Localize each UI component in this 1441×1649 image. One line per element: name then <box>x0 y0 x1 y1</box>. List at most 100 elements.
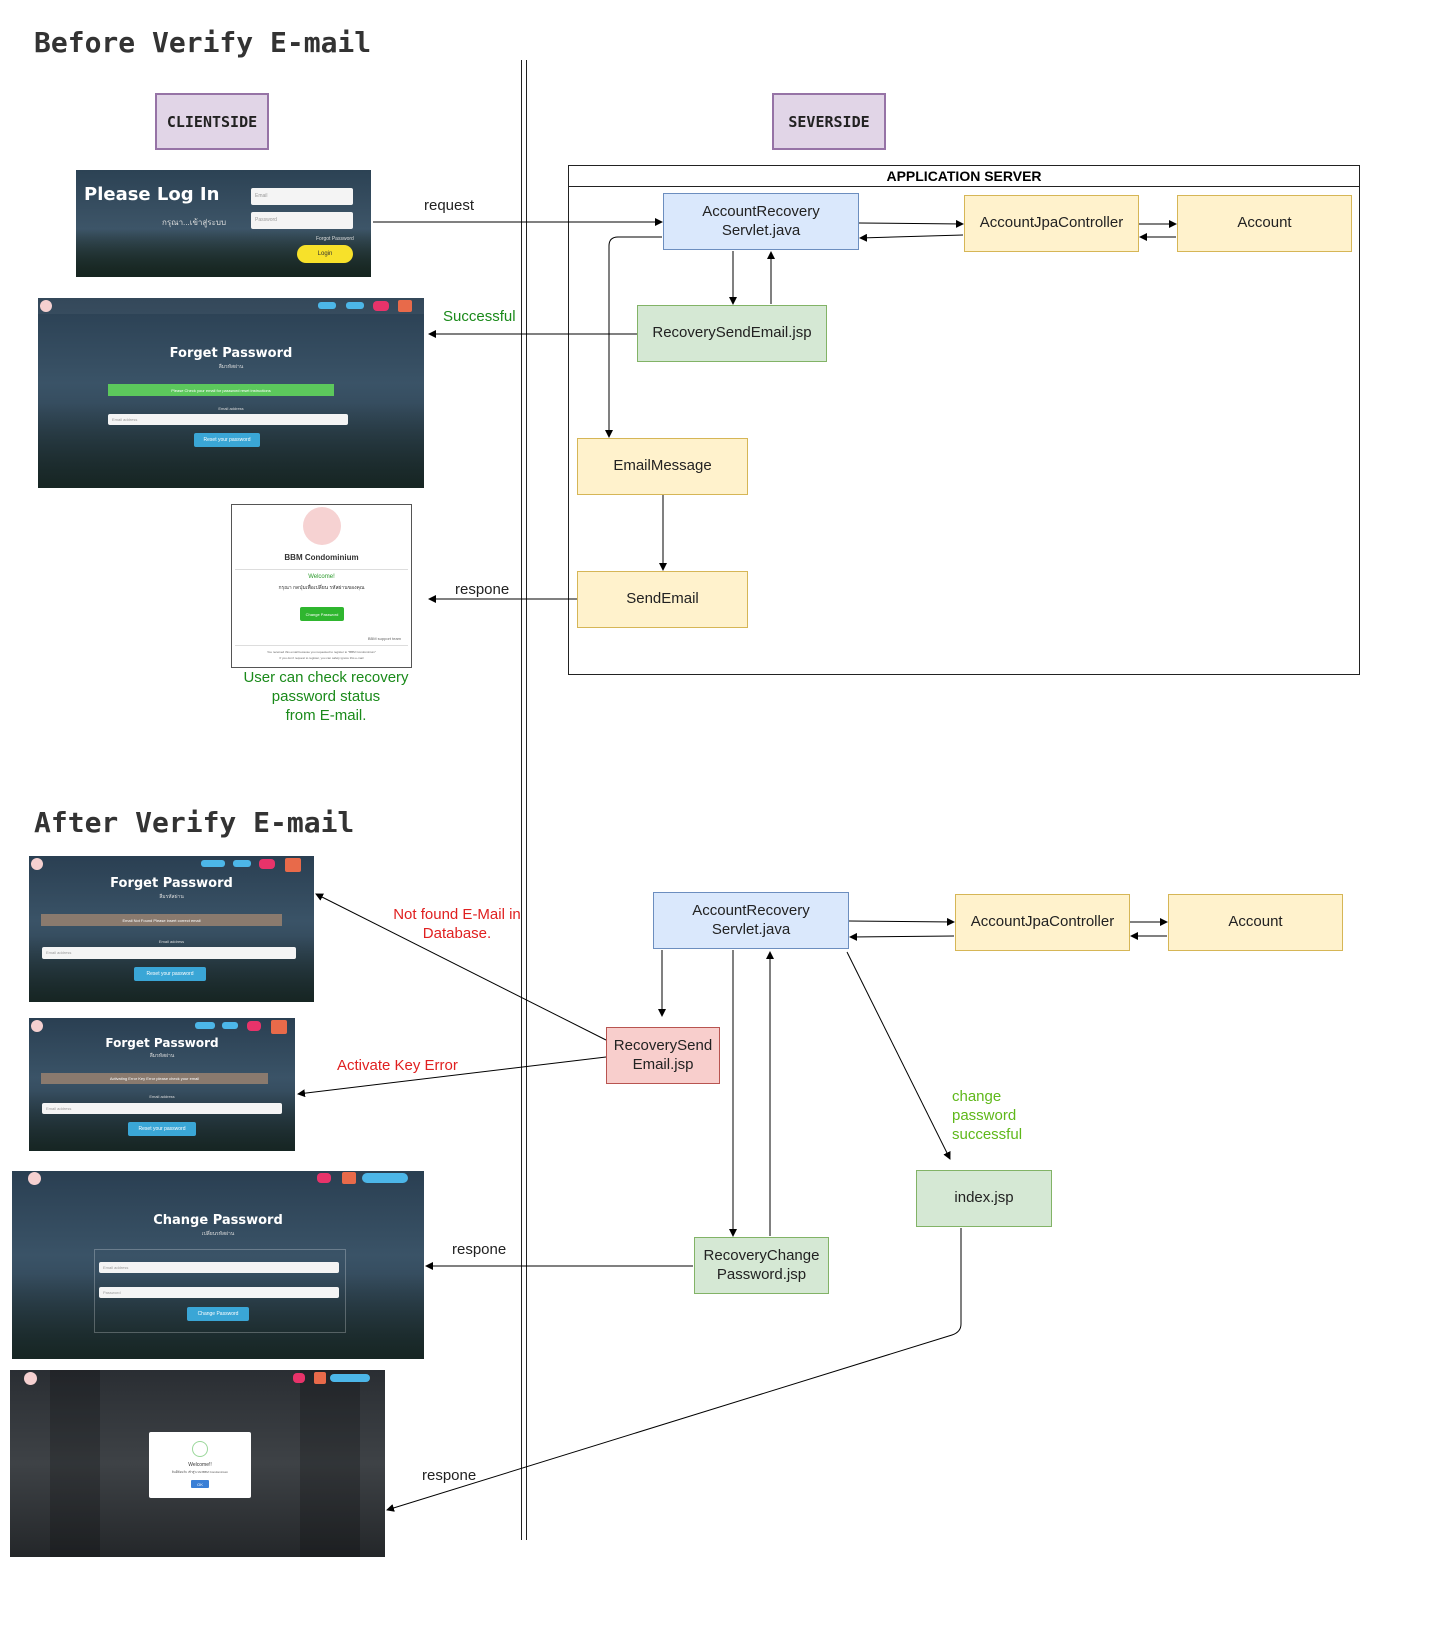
navbar <box>38 298 424 314</box>
nav-btn-2 <box>314 1372 326 1384</box>
forget-subtitle: ลืมรหัสผ่าน <box>218 364 244 370</box>
login-button: Login <box>297 245 353 263</box>
login-email-field: Email <box>251 188 353 205</box>
node-jpa-before: AccountJpaController <box>964 195 1139 252</box>
login-forgot-link: Forgot Password <box>316 236 354 242</box>
change-email-field: Email address <box>99 1262 339 1273</box>
label-not-found: Not found E-Mail in Database. <box>393 906 521 942</box>
nav-btn-2 <box>342 1172 356 1184</box>
email-footer-1: You received this email because you requ… <box>266 650 377 654</box>
building-shadow-left <box>50 1370 100 1557</box>
forget-field-label: Email address <box>218 406 244 411</box>
navbar <box>10 1370 385 1386</box>
forget1-reset-button: Reset your password <box>134 967 206 981</box>
nav-btn-2 <box>222 1022 238 1029</box>
check-icon <box>192 1441 208 1457</box>
nav-btn-1 <box>201 860 225 867</box>
screenshot-login: Please Log In กรุณา...เข้าสู่ระบบ Email … <box>76 170 371 277</box>
login-subtitle: กรุณา...เข้าสู่ระบบ <box>162 218 227 227</box>
edge-respone-index <box>386 1228 962 1512</box>
nav-btn-2 <box>233 860 251 867</box>
forget1-notice: Email Not Found Please insert correct em… <box>41 914 282 926</box>
forget2-field-label: Email address <box>149 1094 175 1099</box>
forget-reset-button: Reset your password <box>194 433 260 447</box>
nav-btn-3 <box>247 1021 261 1031</box>
serverside-tag: SEVERSIDE <box>772 93 886 150</box>
navbar <box>29 1018 295 1034</box>
forget1-field-label: Email address <box>158 939 185 944</box>
change-password-button: Change Password <box>187 1307 249 1321</box>
screenshot-forget-notfound: Forget Password ลืมรหัสผ่าน Email Not Fo… <box>29 856 314 1002</box>
email-line: กรุณา กดปุ่มเพื่อเปลี่ยน รหัสผ่านของคุณ <box>278 585 365 591</box>
email-logo <box>303 507 341 545</box>
node-servlet-before: AccountRecovery Servlet.java <box>663 193 859 250</box>
edge-change-success <box>846 951 951 1160</box>
label-successful: Successful <box>443 308 516 325</box>
node-account-before: Account <box>1177 195 1352 252</box>
label-activate-error: Activate Key Error <box>337 1057 458 1074</box>
welcome-text: ยินดีต้อนรับ เข้าสู่ระบบ BBM Condominium <box>171 1470 229 1474</box>
logo-avatar <box>31 1020 43 1032</box>
change-title: Change Password <box>153 1213 283 1228</box>
edge-servlet-emailmessage <box>605 236 662 438</box>
change-subtitle: เปลี่ยนรหัสผ่าน <box>201 1231 235 1237</box>
forget-notice: Please Check your email for password res… <box>108 384 334 396</box>
edge-servlet-jpa <box>858 219 964 228</box>
nav-btn-4 <box>271 1020 287 1034</box>
nav-btn-1 <box>293 1373 305 1383</box>
email-brand: BBM Condominium <box>284 553 359 562</box>
node-change-jsp: RecoveryChange Password.jsp <box>694 1237 829 1294</box>
logo-avatar <box>31 858 43 870</box>
building-shadow-right <box>300 1370 360 1557</box>
edge-activate-error <box>297 1056 607 1098</box>
welcome-ok-button: OK <box>191 1480 209 1488</box>
edge-not-found <box>315 893 607 1041</box>
forget2-reset-button: Reset your password <box>128 1122 196 1136</box>
nav-btn-1 <box>317 1173 331 1183</box>
screenshot-change-password: Change Password เปลี่ยนรหัสผ่าน Email ad… <box>12 1171 424 1359</box>
node-email-message: EmailMessage <box>577 438 748 495</box>
node-servlet-after: AccountRecovery Servlet.java <box>653 892 849 949</box>
node-send-jsp-after: RecoverySend Email.jsp <box>606 1027 720 1084</box>
email-footer-2: If you don't request to register, you ca… <box>279 656 364 660</box>
forget2-title: Forget Password <box>105 1036 219 1050</box>
node-jpa-after: AccountJpaController <box>955 894 1130 951</box>
heading-after: After Verify E-mail <box>34 806 355 839</box>
screenshot-index-welcome: Welcome!! ยินดีต้อนรับ เข้าสู่ระบบ BBM C… <box>10 1370 385 1557</box>
node-send-email: SendEmail <box>577 571 748 628</box>
forget-email-field: Email address <box>108 414 348 425</box>
screenshot-email: BBM Condominium Welcome! กรุณา กดปุ่มเพื… <box>231 504 412 668</box>
nav-btn-1 <box>318 302 336 309</box>
label-respone-change: respone <box>452 1241 507 1258</box>
email-welcome: Welcome! <box>308 574 335 580</box>
nav-btn-2 <box>346 302 364 309</box>
nav-btn-1 <box>195 1022 215 1029</box>
label-check-note: User can check recovery password status … <box>243 669 409 724</box>
divider-line-right <box>526 60 527 1540</box>
forget2-notice: Activating Error Key Error please check … <box>41 1073 268 1084</box>
application-server-title: APPLICATION SERVER <box>568 165 1360 187</box>
node-account-after: Account <box>1168 894 1343 951</box>
screenshot-forget-keyerror: Forget Password ลืมรหัสผ่าน Activating E… <box>29 1018 295 1151</box>
edge-after-jpa-servlet <box>849 932 955 941</box>
logo-avatar <box>40 300 52 312</box>
nav-btn-3 <box>362 1173 408 1183</box>
login-password-field: Password <box>251 212 353 229</box>
heading-before: Before Verify E-mail <box>34 26 372 59</box>
label-respone-email: respone <box>455 581 510 598</box>
nav-btn-4 <box>398 300 412 312</box>
forget1-title: Forget Password <box>110 876 233 891</box>
edge-after-servlet-jpa <box>848 917 955 926</box>
label-change-success: change password successful <box>952 1088 1023 1143</box>
forget-title: Forget Password <box>169 346 293 361</box>
logo-avatar <box>28 1172 41 1185</box>
navbar <box>29 856 314 872</box>
node-send-jsp-before: RecoverySendEmail.jsp <box>637 305 827 362</box>
email-footer-divider <box>235 645 408 646</box>
forget2-email-field: Email address <box>42 1103 282 1114</box>
email-divider <box>235 569 408 570</box>
forget1-subtitle: ลืมรหัสผ่าน <box>159 894 184 900</box>
login-title: Please Log In <box>84 184 220 205</box>
nav-btn-3 <box>330 1374 370 1382</box>
